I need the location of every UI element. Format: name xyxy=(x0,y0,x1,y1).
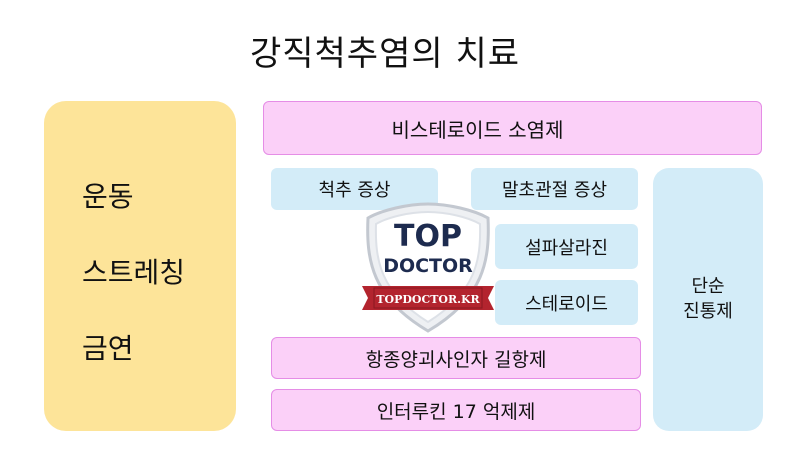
peripheral-symptoms-box: 말초관절 증상 xyxy=(471,168,638,210)
steroid-box: 스테로이드 xyxy=(495,280,638,325)
logo-top-text: TOP xyxy=(394,219,462,254)
page-title: 강직척추염의 치료 xyxy=(249,34,521,74)
logo-doctor-text: DOCTOR xyxy=(383,255,473,277)
spine-symptoms-box: 척추 증상 xyxy=(271,168,438,210)
logo-url-text: TOPDOCTOR.KR xyxy=(376,293,480,306)
il17-inhibitor-box: 인터루킨 17 억제제 xyxy=(271,389,641,431)
lifestyle-box: 운동 스트레칭 금연 xyxy=(44,101,236,431)
sulfasalazine-box: 설파살라진 xyxy=(495,224,638,269)
analgesic-box: 단순 진통제 xyxy=(653,168,763,431)
tnf-inhibitor-box: 항종양괴사인자 길항제 xyxy=(271,337,641,379)
nsaid-box: 비스테로이드 소염제 xyxy=(263,101,762,155)
shield-icon: TOP DOCTOR TOPDOCTOR.KR xyxy=(362,202,494,333)
lifestyle-item-no-smoking: 금연 xyxy=(82,332,134,365)
lifestyle-item-exercise: 운동 xyxy=(82,180,134,213)
lifestyle-item-stretching: 스트레칭 xyxy=(82,256,186,289)
topdoctor-logo: TOP DOCTOR TOPDOCTOR.KR xyxy=(360,200,496,335)
